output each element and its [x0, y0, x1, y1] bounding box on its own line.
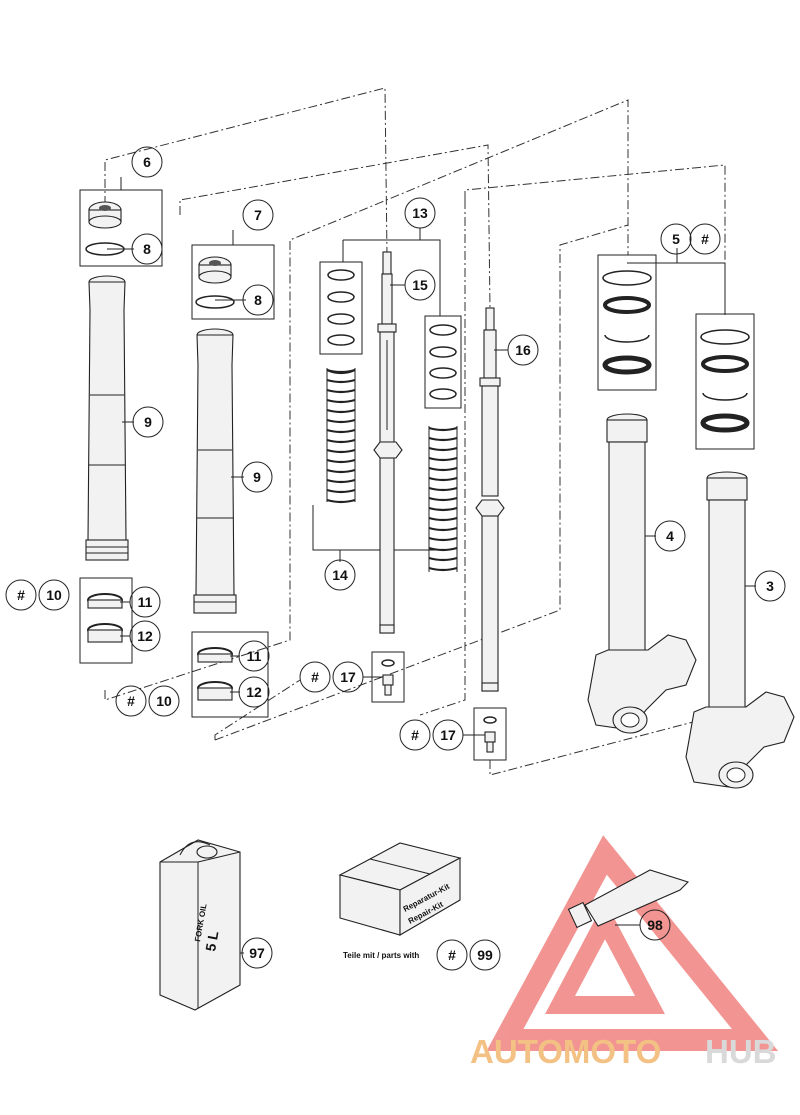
callout-11-right: 11	[238, 640, 270, 672]
bushing-box-right	[191, 631, 269, 718]
callout-13: 13	[404, 197, 436, 229]
callout-10-left: 10	[38, 579, 70, 611]
callout-12-left: 12	[129, 620, 161, 652]
svg-text:6: 6	[143, 154, 151, 170]
callout-9-right: 9	[241, 461, 273, 493]
callout-8-left: 8	[131, 233, 163, 265]
seal-set-left	[602, 270, 652, 375]
watermark-text-hub: HUB	[705, 1033, 777, 1070]
bolt-left	[381, 659, 395, 696]
watermark-logo	[486, 835, 779, 1051]
bolt-box-right	[473, 707, 507, 761]
svg-text:#: #	[411, 727, 419, 743]
svg-text:12: 12	[246, 684, 262, 700]
bushing-box-left	[79, 577, 133, 664]
svg-text:14: 14	[332, 567, 348, 583]
callout-hash-17-left: #	[299, 661, 331, 693]
callout-11-left: 11	[129, 586, 161, 618]
spring-left	[326, 368, 356, 504]
damper-cartridge-left	[373, 251, 403, 634]
callout-3: 3	[754, 570, 786, 602]
callout-hash-10-right: #	[115, 685, 147, 717]
seal-set-right	[700, 329, 750, 433]
svg-text:17: 17	[340, 669, 356, 685]
svg-text:11: 11	[247, 648, 262, 664]
svg-text:98: 98	[647, 917, 663, 933]
svg-text:#: #	[17, 587, 25, 603]
svg-text:13: 13	[412, 205, 428, 221]
fork-oil-can	[159, 839, 241, 1011]
fork-cap-left	[88, 201, 122, 229]
callout-hash-10-left: #	[5, 579, 37, 611]
svg-text:#: #	[701, 231, 709, 247]
svg-text:5: 5	[672, 231, 680, 247]
callout-17-left: 17	[332, 661, 364, 693]
callout-17-right: 17	[432, 719, 464, 751]
damper-cartridge-right	[475, 307, 505, 692]
callout-8-right: 8	[242, 284, 274, 316]
shim-stack-right	[429, 324, 457, 400]
fork-cap-right	[198, 256, 232, 284]
repair-kit-box	[338, 842, 462, 936]
svg-text:9: 9	[144, 414, 152, 430]
svg-text:#: #	[448, 947, 456, 963]
callout-15: 15	[404, 269, 436, 301]
inner-tube-right	[685, 471, 795, 789]
callout-4: 4	[654, 520, 686, 552]
callout-6: 6	[131, 146, 163, 178]
parts-with-label: Teile mit / parts with	[343, 951, 419, 960]
shim-box-right	[424, 315, 462, 409]
inner-tube-left	[587, 413, 697, 734]
seal-box-4	[597, 254, 657, 391]
callout-hash-17-right: #	[399, 719, 431, 751]
oil-label-line2: 5 L	[202, 929, 221, 952]
outer-tube-left	[85, 275, 129, 561]
spring-right	[428, 426, 458, 572]
callout-10-right: 10	[148, 685, 180, 717]
svg-text:7: 7	[254, 207, 262, 223]
svg-text:10: 10	[46, 587, 62, 603]
svg-text:#: #	[127, 693, 135, 709]
outer-tube-right	[193, 328, 237, 614]
svg-text:4: 4	[666, 528, 674, 544]
callout-16: 16	[507, 334, 539, 366]
watermark-text-auto: AUTOMOTO	[470, 1033, 661, 1070]
callout-14: 14	[324, 559, 356, 591]
grease-tube	[567, 869, 690, 929]
assembly-lines	[104, 87, 726, 776]
o-ring-right	[195, 295, 235, 309]
svg-text:8: 8	[143, 241, 151, 257]
callout-hash-5: #	[689, 223, 721, 255]
shim-stack-left	[327, 269, 355, 346]
callout-9-left: 9	[132, 406, 164, 438]
svg-text:9: 9	[253, 469, 261, 485]
callout-97: 97	[241, 937, 273, 969]
callout-5: 5	[660, 223, 692, 255]
svg-text:15: 15	[412, 277, 428, 293]
shim-box-left	[319, 261, 363, 355]
bolt-right	[483, 716, 497, 753]
callout-12-right: 12	[238, 676, 270, 708]
svg-text:#: #	[311, 669, 319, 685]
svg-text:99: 99	[477, 947, 493, 963]
svg-text:10: 10	[156, 693, 172, 709]
svg-text:8: 8	[254, 292, 262, 308]
callout-98: 98	[639, 909, 671, 941]
leader-lines	[107, 248, 756, 954]
svg-text:11: 11	[138, 594, 153, 610]
svg-text:12: 12	[137, 628, 153, 644]
svg-text:16: 16	[515, 342, 531, 358]
svg-text:97: 97	[249, 945, 265, 961]
callout-7: 7	[242, 199, 274, 231]
svg-text:3: 3	[766, 578, 774, 594]
callout-99: 99	[469, 939, 501, 971]
svg-text:17: 17	[440, 727, 456, 743]
callout-hash-99: #	[436, 939, 468, 971]
